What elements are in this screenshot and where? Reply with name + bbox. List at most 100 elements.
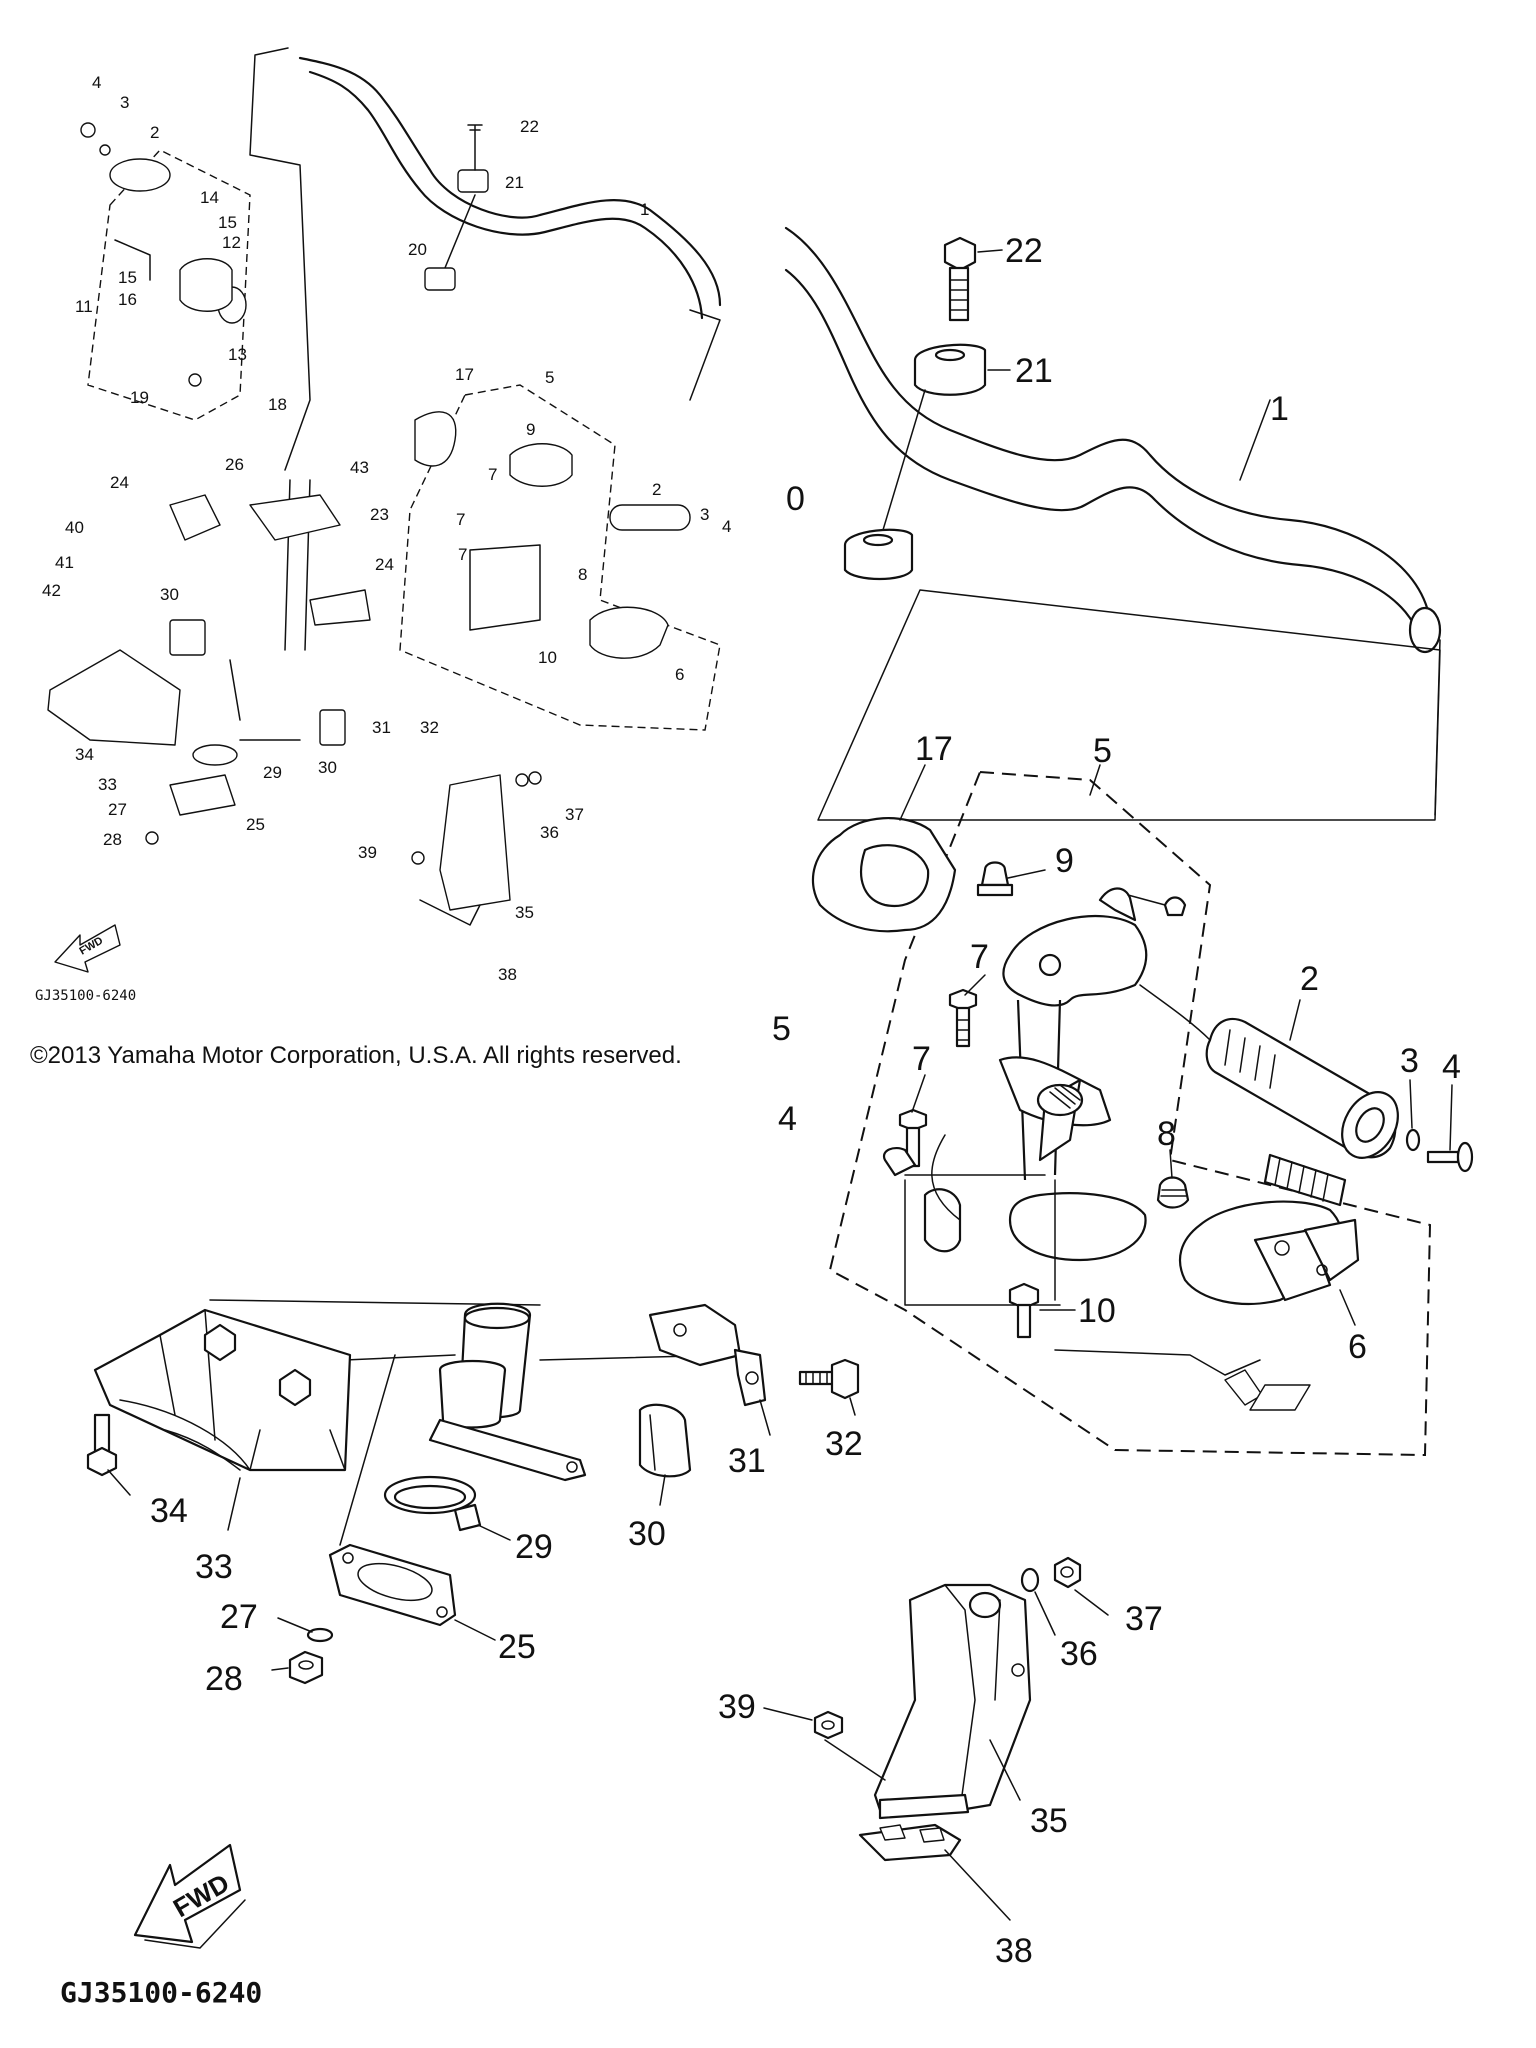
callout-28-large: 28 bbox=[205, 1660, 243, 1698]
callout-6: 6 bbox=[675, 665, 684, 684]
callout-17: 17 bbox=[455, 365, 474, 384]
svg-text:5: 5 bbox=[772, 1010, 791, 1048]
bracket-31 bbox=[648, 1303, 767, 1407]
svg-text:4: 4 bbox=[778, 1100, 797, 1138]
steering-column bbox=[428, 1302, 587, 1482]
callout-1-large: 1 bbox=[1270, 390, 1289, 428]
callout-8-large: 8 bbox=[1157, 1115, 1176, 1153]
callout-34-large: 34 bbox=[150, 1492, 188, 1530]
cap-8 bbox=[1156, 1176, 1190, 1209]
callout-18: 18 bbox=[268, 395, 287, 414]
copyright-notice: ©2013 Yamaha Motor Corporation, U.S.A. A… bbox=[30, 1042, 682, 1069]
callout-25-large: 25 bbox=[498, 1628, 536, 1666]
callout-27: 27 bbox=[108, 800, 127, 819]
callout-35: 35 bbox=[515, 903, 534, 922]
plate-33 bbox=[93, 1308, 352, 1472]
callout-3: 3 bbox=[120, 93, 129, 112]
callout-10-large: 10 bbox=[1078, 1292, 1116, 1330]
callout-4: 4 bbox=[92, 73, 101, 92]
left-switch-box bbox=[87, 149, 251, 421]
callout-9-large: 9 bbox=[1055, 842, 1074, 880]
callout-3b: 3 bbox=[700, 505, 709, 524]
grip-2-small bbox=[109, 158, 171, 192]
callout-24: 24 bbox=[110, 473, 129, 492]
callout-2b: 2 bbox=[652, 480, 661, 499]
callout-31: 31 bbox=[372, 718, 391, 737]
callout-15: 15 bbox=[218, 213, 237, 232]
callout-39: 39 bbox=[358, 843, 377, 862]
callout-43: 43 bbox=[350, 458, 369, 477]
throttle-grip-17 bbox=[811, 816, 957, 933]
callout-42: 42 bbox=[42, 581, 61, 600]
guard-35-small bbox=[439, 774, 511, 911]
nut-28 bbox=[288, 1650, 324, 1685]
callout-11: 11 bbox=[75, 297, 93, 316]
callout-7: 7 bbox=[488, 465, 497, 484]
diagram-code-large: GJ35100-6240 bbox=[60, 1976, 262, 2009]
callout-20: 20 bbox=[408, 240, 427, 259]
nut-39 bbox=[813, 1710, 844, 1740]
callout-1: 1 bbox=[640, 200, 649, 219]
callout-9: 9 bbox=[526, 420, 535, 439]
button-9 bbox=[976, 861, 1014, 897]
wire-lead bbox=[1054, 1349, 1261, 1376]
callout-29: 29 bbox=[263, 763, 282, 782]
callout-16: 16 bbox=[118, 290, 137, 309]
switch-lever-6 bbox=[1178, 1200, 1360, 1306]
callout-4-large: 4 bbox=[1442, 1048, 1461, 1086]
svg-text:0: 0 bbox=[786, 480, 805, 518]
callout-10: 10 bbox=[538, 648, 557, 667]
callout-19: 19 bbox=[130, 388, 149, 407]
callout-7c: 7 bbox=[458, 545, 467, 564]
callout-4b: 4 bbox=[722, 517, 731, 536]
callout-22-large: 22 bbox=[1005, 232, 1043, 270]
fwd-arrow-small: FWD bbox=[54, 924, 121, 973]
switch-assembly-detail bbox=[811, 770, 1474, 1457]
clamp-29 bbox=[383, 1475, 482, 1532]
plate-33-small bbox=[47, 649, 181, 746]
callout-26: 26 bbox=[225, 455, 244, 474]
bolt-34 bbox=[86, 1413, 118, 1477]
callout-2: 2 bbox=[150, 123, 159, 142]
screw-7-upper bbox=[948, 988, 978, 1048]
callout-21: 21 bbox=[505, 173, 524, 192]
callout-6-large: 6 bbox=[1348, 1328, 1367, 1366]
callout-29-large: 29 bbox=[515, 1528, 553, 1566]
callout-38: 38 bbox=[498, 965, 517, 984]
callout-33-large: 33 bbox=[195, 1548, 233, 1586]
right-switch-box bbox=[399, 384, 721, 731]
callout-25: 25 bbox=[246, 815, 265, 834]
callout-31-large: 31 bbox=[728, 1442, 766, 1480]
clamp-21 bbox=[913, 343, 987, 396]
callout-32-large: 32 bbox=[825, 1425, 863, 1463]
overview-diagram: FWD bbox=[47, 47, 722, 973]
callout-36-large: 36 bbox=[1060, 1635, 1098, 1673]
callout-36: 36 bbox=[540, 823, 559, 842]
spring bbox=[1263, 1153, 1347, 1207]
callout-5-large: 5 bbox=[1093, 732, 1112, 770]
handlebar-cover-outline bbox=[817, 589, 1441, 821]
handlebar-lower-edge bbox=[784, 268, 1422, 642]
guard-detail bbox=[813, 1556, 1082, 1862]
guard-35 bbox=[873, 1583, 1032, 1812]
callout-33: 33 bbox=[98, 775, 117, 794]
washer-36 bbox=[1020, 1567, 1040, 1593]
fwd-arrow-large: FWD bbox=[133, 1843, 246, 1949]
handlebar-detail: 0 bbox=[784, 226, 1442, 821]
callout-28: 28 bbox=[103, 830, 122, 849]
callout-37: 37 bbox=[565, 805, 584, 824]
callout-39-large: 39 bbox=[718, 1688, 756, 1726]
bolt-32 bbox=[798, 1358, 860, 1400]
leader-lines bbox=[107, 249, 1453, 1921]
callout-5: 5 bbox=[545, 368, 554, 387]
handlebar-upper-edge bbox=[784, 226, 1432, 622]
callout-14: 14 bbox=[200, 188, 219, 207]
right-grip-2 bbox=[1205, 1017, 1399, 1159]
callout-30: 30 bbox=[160, 585, 179, 604]
clamp-20 bbox=[424, 267, 456, 291]
grip-2-right-small bbox=[609, 504, 691, 531]
callout-7-large: 7 bbox=[970, 938, 989, 976]
clamp-21 bbox=[457, 169, 489, 193]
callout-7b-large: 7 bbox=[912, 1040, 931, 1078]
